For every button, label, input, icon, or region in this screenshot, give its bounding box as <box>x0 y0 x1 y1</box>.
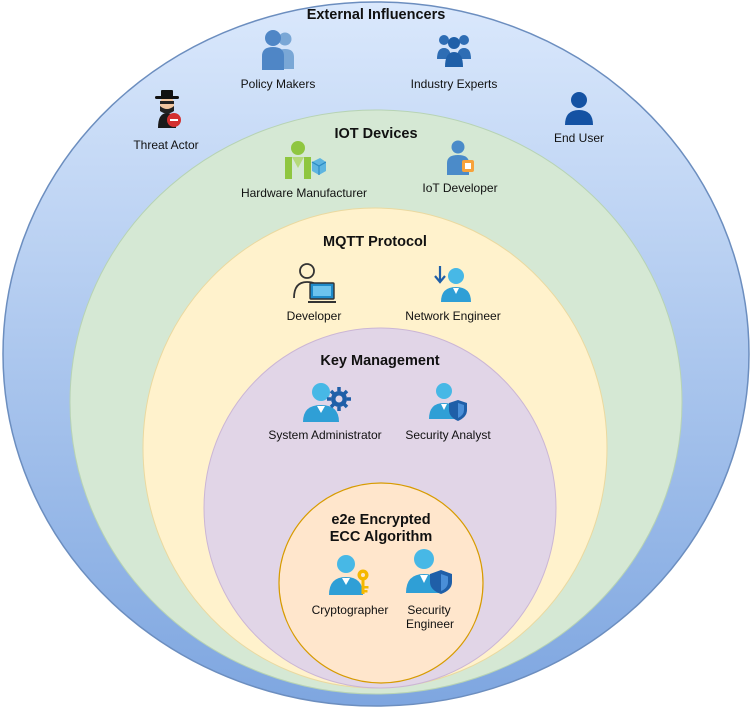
key-management-title: Key Management <box>320 353 440 369</box>
hardware-manufacturer-icon <box>285 141 326 179</box>
security-engineer-icon <box>406 549 452 594</box>
end-user-icon <box>565 92 593 125</box>
security-analyst-label: Security Analyst <box>405 428 491 442</box>
industry-experts-icon <box>437 35 471 67</box>
network-engineer-icon <box>434 266 471 302</box>
threat-actor-label: Threat Actor <box>133 138 199 152</box>
policy-makers-label: Policy Makers <box>240 77 316 91</box>
hardware-manufacturer-label: Hardware Manufacturer <box>240 186 368 200</box>
mqtt-protocol-title: MQTT Protocol <box>323 234 427 250</box>
iot-developer-icon <box>447 140 474 175</box>
policy-makers-icon <box>262 30 294 70</box>
iot-developer-label: IoT Developer <box>422 181 498 195</box>
end-user-label: End User <box>553 131 605 145</box>
security-engineer-label-line2: Engineer <box>405 617 455 631</box>
network-engineer-label: Network Engineer <box>405 309 501 323</box>
developer-label: Developer <box>286 309 342 323</box>
ecc-algorithm-layer <box>278 482 484 684</box>
industry-experts-label: Industry Experts <box>410 77 498 91</box>
cryptographer-icon <box>329 555 369 595</box>
security-analyst-icon <box>429 383 467 421</box>
external-influencers-title: External Influencers <box>306 7 446 23</box>
iot-devices-title: IOT Devices <box>334 126 418 142</box>
developer-icon <box>293 263 336 303</box>
threat-actor-icon <box>155 90 181 128</box>
cryptographer-label: Cryptographer <box>311 603 389 617</box>
ecc-title-line1: e2e Encrypted <box>331 512 431 528</box>
ecc-title-line2: ECC Algorithm <box>329 529 433 545</box>
security-engineer-label-line1: Security <box>407 603 451 617</box>
system-administrator-icon <box>303 383 351 422</box>
system-administrator-label: System Administrator <box>268 428 382 442</box>
